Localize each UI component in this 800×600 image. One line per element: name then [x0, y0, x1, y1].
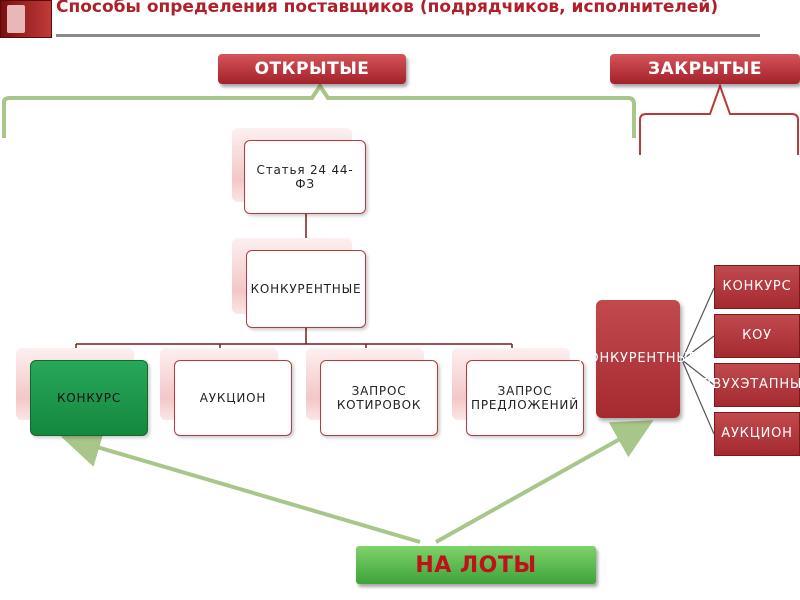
logo [0, 0, 52, 38]
page-title: Способы определения поставщиков (подрядч… [56, 0, 719, 17]
lots-label: НА ЛОТЫ [356, 546, 596, 584]
closed-method-kou: КОУ [714, 314, 800, 358]
closed-method-konkurs: КОНКУРС [714, 265, 800, 309]
open-bracket [1, 82, 636, 138]
fan-line [681, 359, 715, 386]
node-method-quotation-request: ЗАПРОС КОТИРОВОК [320, 360, 438, 436]
fan-line [681, 359, 715, 435]
arrow-to-konkurs [60, 428, 421, 544]
fan-line [681, 287, 715, 361]
node-method-proposal-request: ЗАПРОС ПРЕДЛОЖЕНИЙ [466, 360, 584, 436]
title-divider [56, 34, 760, 37]
closed-method-auction: АУКЦИОН [714, 412, 800, 456]
node-competitive: КОНКУРЕНТНЫЕ [246, 250, 366, 328]
closed-method-two-stage: ДВУХЭТАПНЫЙ [701, 363, 800, 407]
node-article-24: Статья 24 44-ФЗ [244, 140, 366, 214]
arrow-to-closed [435, 420, 654, 544]
node-method-auction: АУКЦИОН [174, 360, 292, 436]
closed-bracket [639, 83, 799, 155]
open-methods-label: ОТКРЫТЫЕ [218, 54, 406, 84]
node-closed-competitive: КОНКУРЕНТНЫЕ [578, 300, 697, 418]
closed-methods-label: ЗАКРЫТЫЕ [610, 54, 800, 84]
fan-line [681, 335, 715, 361]
node-method-konkurs: КОНКУРС [30, 360, 148, 436]
